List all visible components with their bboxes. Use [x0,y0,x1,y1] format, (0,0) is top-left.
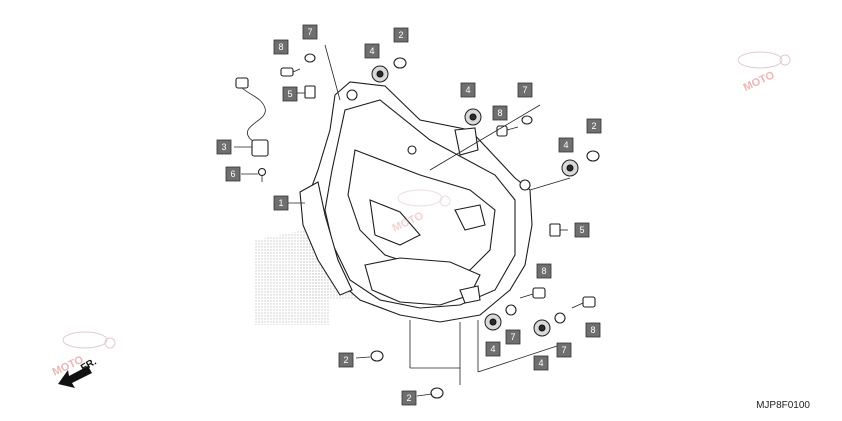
leader-lines [234,44,571,397]
screw-6[interactable] [257,167,267,183]
callout-number: 7 [510,332,515,342]
callout-part-3-c3[interactable]: 3 [216,139,232,155]
callout-part-1-c1[interactable]: 1 [273,195,289,211]
washer-7-lower-right[interactable] [554,312,566,324]
callout-part-4-c4d[interactable]: 4 [485,341,501,357]
callout-part-8-c8a[interactable]: 8 [273,39,289,55]
washer-7-lower-mid[interactable] [505,304,517,316]
collar-2-bottom[interactable] [430,387,444,399]
callout-number: 2 [591,121,596,131]
front-arrow-icon [58,366,92,388]
bolt-8-lower-mid[interactable] [519,287,546,299]
callout-number: 2 [398,30,403,40]
diagram-code: MJP8F0100 [756,400,810,411]
callout-number: 8 [541,266,546,276]
headlight-socket-harness[interactable] [235,77,269,157]
clip-5-right[interactable] [549,223,561,237]
collar-2-lower-left[interactable] [370,350,384,362]
collar-2-right[interactable] [586,150,600,162]
callout-part-2-c2b[interactable]: 2 [586,118,602,134]
callout-part-2-c2d[interactable]: 2 [401,390,417,406]
callout-number: 4 [369,46,374,56]
callout-number: 4 [563,140,568,150]
callout-number: 4 [465,85,470,95]
callout-number: 7 [307,27,312,37]
collar-2-top[interactable] [393,57,407,69]
callout-part-8-c8d[interactable]: 8 [585,322,601,338]
bolt-8-top-right[interactable] [496,125,519,137]
callout-number: 3 [221,142,226,152]
callout-part-7-c7c[interactable]: 7 [505,329,521,345]
callout-part-7-c7b[interactable]: 7 [517,82,533,98]
callout-number: 8 [278,42,283,52]
callout-number: 8 [497,108,502,118]
callout-tags: 1 2 2 2 2 3 4 4 4 4 4 5 5 6 7 7 7 7 8 8 8 8 [216,24,602,406]
callout-part-4-c4a[interactable]: 4 [364,43,380,59]
callout-part-4-c4e[interactable]: 4 [533,355,549,371]
callout-part-4-c4b[interactable]: 4 [460,82,476,98]
callout-part-4-c4c[interactable]: 4 [558,137,574,153]
callout-part-5-c5a[interactable]: 5 [282,86,298,102]
callout-part-5-c5b[interactable]: 5 [574,222,590,238]
callout-part-7-c7a[interactable]: 7 [302,24,318,40]
clip-5-top-left[interactable] [304,85,316,99]
callout-number: 7 [561,345,566,355]
callout-number: 7 [522,85,527,95]
bolt-8-top-left[interactable] [280,67,301,77]
callout-part-2-c2a[interactable]: 2 [393,27,409,43]
headlight-assembly[interactable] [299,81,533,323]
washer-7-top-left[interactable] [304,53,316,63]
callout-number: 6 [230,169,235,179]
callout-number: 4 [538,358,543,368]
washer-7-top-right[interactable] [521,115,533,125]
grommet-4-lower-right[interactable] [533,319,551,337]
callout-part-8-c8b[interactable]: 8 [492,105,508,121]
callout-part-2-c2c[interactable]: 2 [338,352,354,368]
grommet-4-top-right[interactable] [464,108,482,126]
grommet-4-lower-mid[interactable] [484,313,502,331]
callout-number: 8 [590,325,595,335]
bolt-8-lower-right[interactable] [571,296,596,309]
callout-part-8-c8c[interactable]: 8 [536,263,552,279]
callout-number: 4 [490,344,495,354]
watermark-logo-top-right: MOTO [737,51,791,94]
callout-number: 5 [579,225,584,235]
watermark-text-top: MOTO [742,69,777,94]
callout-number: 2 [406,393,411,403]
callout-part-6-c6[interactable]: 6 [225,166,241,182]
callout-number: 5 [287,89,292,99]
grommet-4-top-left[interactable] [371,65,389,83]
callout-part-7-c7d[interactable]: 7 [556,342,572,358]
grommet-4-right[interactable] [561,159,579,177]
callout-number: 2 [343,355,348,365]
callout-number: 1 [278,198,283,208]
